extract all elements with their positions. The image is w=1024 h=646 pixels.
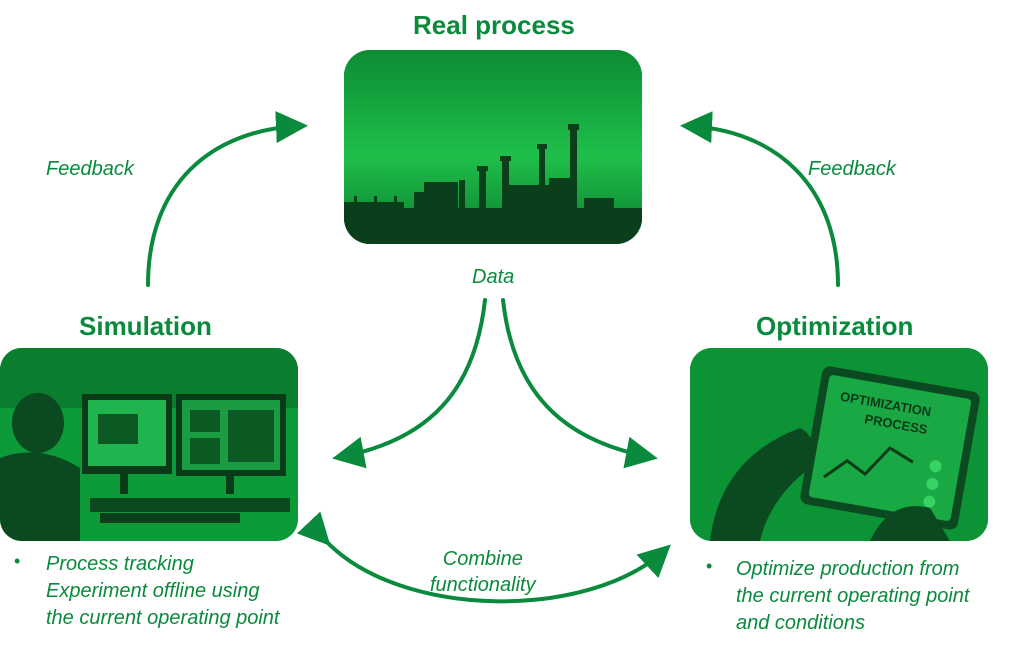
optimization-title: Optimization xyxy=(756,311,914,341)
feedback-left-arrow xyxy=(146,111,308,287)
combine-label: Combine functionality xyxy=(430,546,536,598)
simulation-bullet-line-2: Experiment offline using xyxy=(46,580,260,602)
simulation-bullet-line-1: Process tracking xyxy=(46,553,194,575)
engineer-at-workstation-illustration xyxy=(0,348,298,541)
data-label: Data xyxy=(472,266,515,288)
data-to-optimization-arrow xyxy=(501,298,658,469)
optimization-image: OPTIMIZATION PROCESS xyxy=(690,348,988,541)
optimization-bullet-dot: • xyxy=(706,556,713,576)
tablet-optimization-illustration: OPTIMIZATION PROCESS xyxy=(690,348,988,541)
combine-label-line-2: functionality xyxy=(430,574,536,596)
optimization-bullet-line-1: Optimize production from xyxy=(736,558,960,580)
optimization-bullet-line-2: the current operating point xyxy=(736,585,970,607)
feedback-right-arrow xyxy=(680,111,840,287)
feedback-left-label: Feedback xyxy=(46,158,134,180)
combine-arrow xyxy=(296,511,671,604)
simulation-bullet-dot: • xyxy=(14,551,21,571)
simulation-image xyxy=(0,348,298,541)
simulation-title: Simulation xyxy=(79,311,212,341)
simulation-bullet-line-3: the current operating point xyxy=(46,607,280,629)
data-to-simulation-arrow xyxy=(332,298,487,469)
combine-label-line-1: Combine xyxy=(442,548,523,570)
simulation-bullet-text: Process tracking Experiment offline usin… xyxy=(46,551,280,632)
real-process-image xyxy=(344,50,642,244)
optimization-bullet-text: Optimize production from the current ope… xyxy=(736,556,970,637)
feedback-right-label: Feedback xyxy=(808,158,896,180)
optimization-bullet-line-3: and conditions xyxy=(736,612,865,634)
industrial-plant-illustration xyxy=(344,50,642,244)
real-process-title: Real process xyxy=(413,10,575,40)
